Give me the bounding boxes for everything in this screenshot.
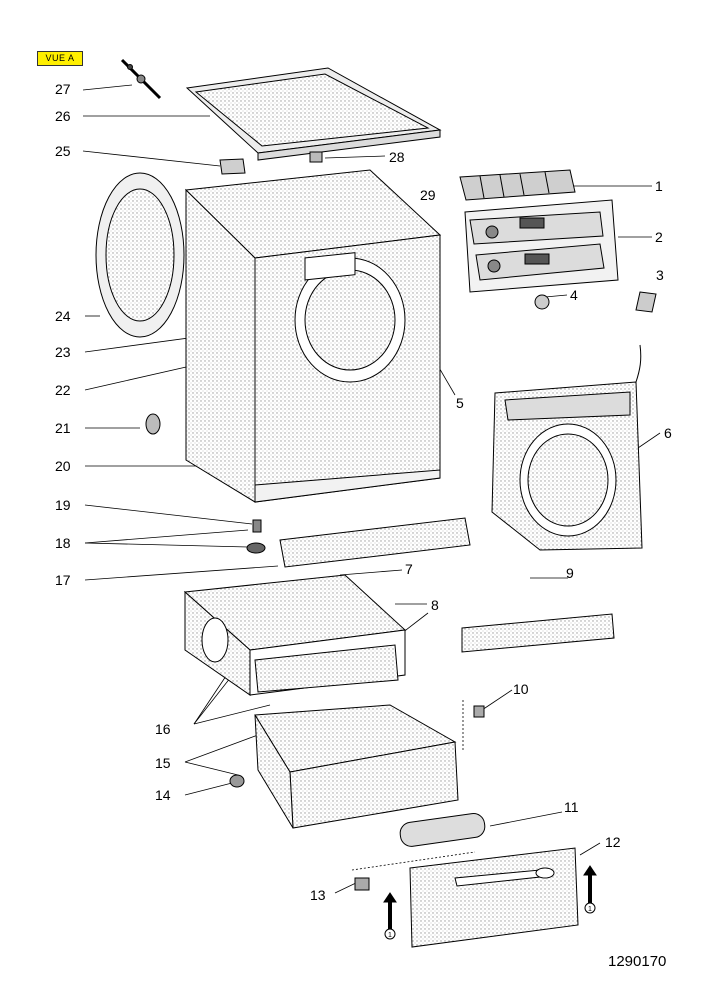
foot-spring: [246, 519, 266, 554]
callout-24: 24: [55, 308, 71, 324]
callout-25: 25: [55, 143, 71, 159]
drawer: [254, 704, 459, 829]
latch-13: [354, 877, 370, 891]
callout-19: 19: [55, 497, 71, 513]
callout-13: 13: [310, 887, 326, 903]
view-label-badge: VUE A: [37, 51, 83, 66]
latch: [635, 291, 657, 313]
callout-7: 7: [405, 561, 413, 577]
door-seal: [95, 172, 185, 338]
callout-28: 28: [389, 149, 405, 165]
callout-29: 29: [420, 187, 436, 203]
callout-8: 8: [431, 597, 439, 613]
callout-16: 16: [155, 721, 171, 737]
front-panel: [491, 344, 643, 551]
callout-26: 26: [55, 108, 71, 124]
callout-10: 10: [513, 681, 529, 697]
arrow-badges: 1 1: [384, 902, 596, 940]
direction-arrows: [383, 865, 597, 930]
callout-6: 6: [664, 425, 672, 441]
plinth: [279, 517, 471, 568]
arrow-badge-1: [384, 928, 396, 940]
callout-11: 11: [564, 799, 579, 815]
clip-10: [473, 705, 485, 718]
callout-14: 14: [155, 787, 171, 803]
small-clip: [309, 151, 323, 163]
arrow-badge-text-1: 1: [388, 932, 392, 939]
callout-15: 15: [155, 755, 171, 771]
callout-22: 22: [55, 382, 71, 398]
document-number: 1290170: [608, 953, 667, 970]
callout-21: 21: [55, 420, 71, 436]
knob: [534, 294, 550, 310]
callout-27: 27: [55, 81, 71, 97]
callout-9: 9: [566, 565, 574, 581]
callout-4: 4: [570, 287, 578, 303]
callout-18: 18: [55, 535, 71, 551]
callout-12: 12: [605, 834, 621, 850]
callout-5: 5: [456, 395, 464, 411]
small-part-21: [145, 413, 161, 435]
label-strip: [461, 613, 615, 653]
handle-11: [399, 813, 486, 847]
callout-20: 20: [55, 458, 71, 474]
callout-17: 17: [55, 572, 71, 588]
top-cover: [185, 67, 442, 161]
pedestal-frame: [183, 574, 407, 696]
screw-assembly: [120, 58, 162, 100]
connector-14: [229, 774, 245, 788]
cabinet-body: [184, 169, 442, 503]
arrow-badge-text-2: 1: [588, 906, 592, 913]
callout-23: 23: [55, 344, 71, 360]
arrow-badge-2: [584, 902, 596, 914]
control-boards: [464, 199, 619, 293]
callout-2: 2: [655, 229, 663, 245]
callout-3: 3: [656, 267, 664, 283]
hinge-bracket: [219, 158, 246, 175]
detergent-drawer-housing: [459, 169, 576, 201]
drawer-front: [409, 847, 579, 948]
callout-1: 1: [655, 178, 663, 194]
